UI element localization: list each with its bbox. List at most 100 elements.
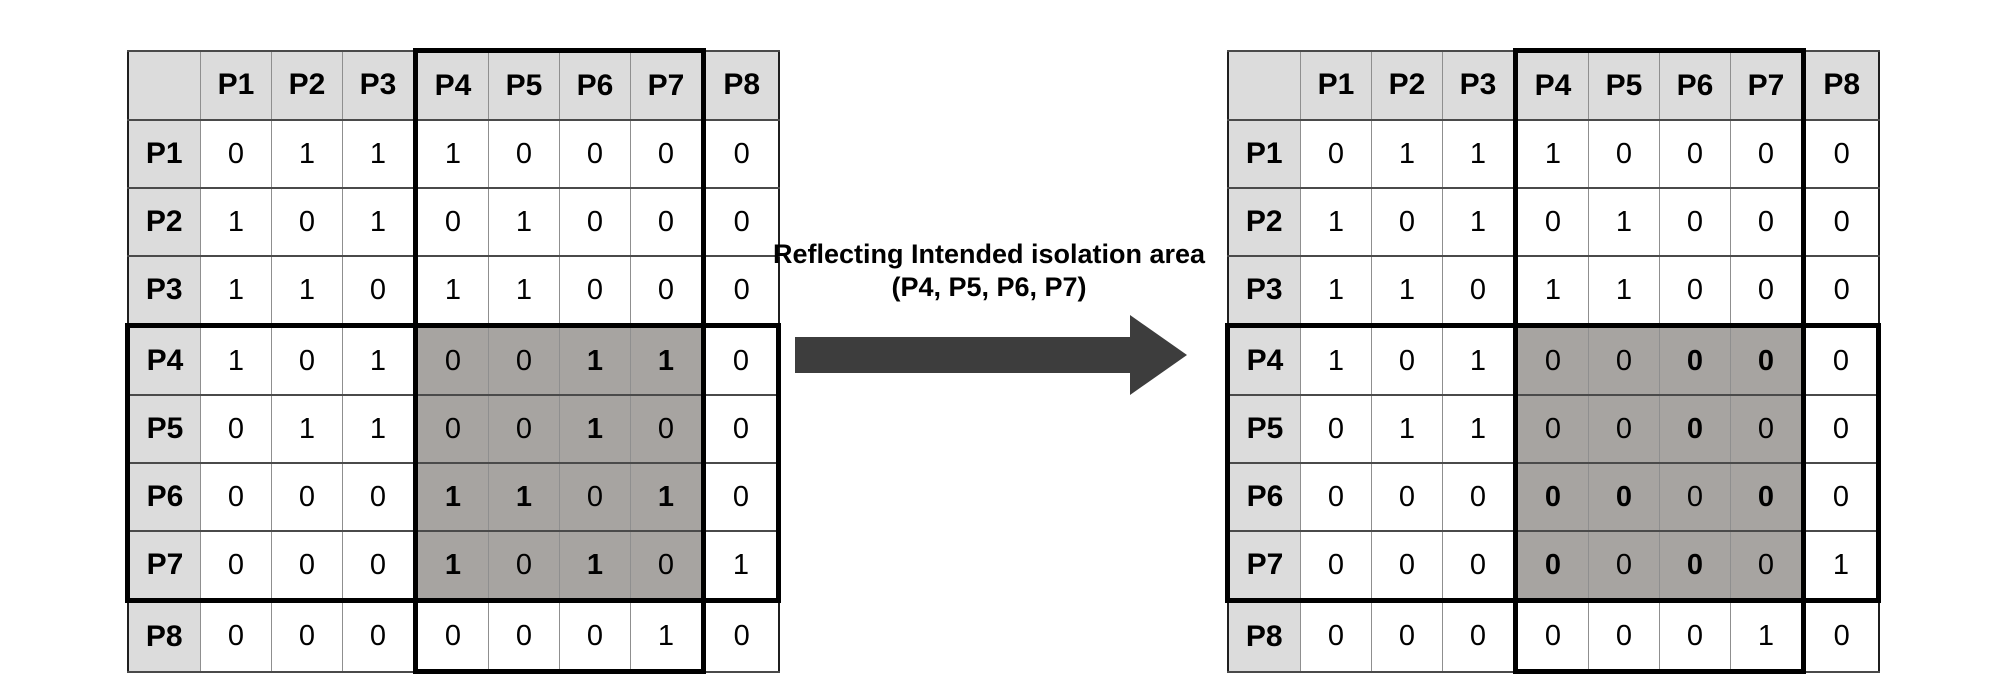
- matrix-cell: 0: [1442, 599, 1516, 673]
- matrix-cell: 0: [703, 462, 781, 532]
- col-header-p2: P2: [271, 49, 343, 121]
- corner-cell: [1227, 49, 1301, 121]
- matrix-cell: 0: [1513, 187, 1589, 257]
- annotation-line2: (P4, P5, P6, P7): [891, 272, 1087, 302]
- matrix-cell: 0: [1803, 462, 1881, 532]
- matrix-cell: 0: [488, 599, 560, 674]
- matrix-cell: 1: [1300, 323, 1372, 396]
- matrix-cell: 0: [703, 255, 779, 327]
- matrix-cell: 1: [342, 187, 416, 257]
- col-header-p4: P4: [1513, 48, 1589, 121]
- matrix-cell: 1: [1371, 255, 1443, 327]
- matrix-cell: 0: [1513, 530, 1589, 603]
- matrix-cell: 1: [703, 530, 781, 603]
- matrix-cell: 1: [1300, 255, 1372, 327]
- row-header-p3: P3: [127, 255, 201, 327]
- col-header-p1: P1: [200, 49, 272, 121]
- col-header-p2: P2: [1371, 49, 1443, 121]
- matrix-cell: 1: [1371, 119, 1443, 189]
- annotation-line1: Reflecting Intended isolation area: [772, 239, 1206, 269]
- matrix-cell: 0: [1300, 394, 1372, 464]
- matrix-cell: 1: [1730, 599, 1806, 674]
- matrix-cell: 0: [1513, 394, 1589, 464]
- col-header-p8: P8: [1803, 49, 1879, 121]
- matrix-cell: 1: [1371, 394, 1443, 464]
- matrix-cell: 0: [1442, 255, 1516, 327]
- row-header-p5: P5: [1225, 394, 1301, 464]
- matrix-cell: 1: [559, 394, 631, 464]
- matrix-cell: 0: [1371, 187, 1443, 257]
- row-header-p7: P7: [1225, 530, 1301, 603]
- col-header-p7: P7: [1730, 48, 1806, 121]
- matrix-cell: 1: [630, 462, 706, 532]
- matrix-cell: 1: [271, 394, 343, 464]
- matrix-cell: 0: [271, 462, 343, 532]
- matrix-cell: 0: [1442, 462, 1516, 532]
- matrix-cell: 0: [703, 323, 781, 396]
- col-header-p1: P1: [1300, 49, 1372, 121]
- row-header-p6: P6: [125, 462, 201, 532]
- matrix-cell: 0: [1588, 394, 1660, 464]
- matrix-cell: 0: [1588, 119, 1660, 189]
- matrix-cell: 0: [1300, 462, 1372, 532]
- matrix-cell: 0: [1803, 187, 1879, 257]
- row-header-p4: P4: [1225, 323, 1301, 396]
- transform-arrow-icon: [795, 315, 1187, 395]
- matrix-cell: 0: [271, 187, 343, 257]
- matrix-cell: 0: [630, 255, 706, 327]
- matrix-cell: 1: [1442, 323, 1516, 396]
- matrix-cell: 0: [342, 599, 416, 673]
- matrix-cell: 0: [703, 119, 779, 189]
- matrix-cell: 0: [1659, 255, 1731, 327]
- matrix-cell: 0: [1659, 323, 1731, 396]
- matrix-cell: 1: [630, 323, 706, 396]
- matrix-cell: 1: [413, 462, 489, 532]
- col-header-p3: P3: [342, 49, 416, 121]
- col-header-p6: P6: [1659, 48, 1731, 121]
- row-header-p8: P8: [127, 599, 201, 673]
- matrix-cell: 1: [1588, 255, 1660, 327]
- matrix-cell: 0: [559, 462, 631, 532]
- matrix-cell: 0: [703, 599, 779, 673]
- col-header-p5: P5: [1588, 48, 1660, 121]
- row-header-p3: P3: [1227, 255, 1301, 327]
- matrix-cell: 1: [1513, 119, 1589, 189]
- corner-cell: [127, 49, 201, 121]
- matrix-cell: 0: [200, 119, 272, 189]
- matrix-cell: 0: [1300, 119, 1372, 189]
- matrix-cell: 0: [1803, 394, 1881, 464]
- matrix-cell: 0: [1300, 599, 1372, 673]
- matrix-cell: 0: [413, 394, 489, 464]
- matrix-cell: 0: [1730, 255, 1806, 327]
- matrix-cell: 0: [413, 323, 489, 396]
- matrix-cell: 0: [559, 255, 631, 327]
- matrix-cell: 1: [1442, 394, 1516, 464]
- row-header-p2: P2: [1227, 187, 1301, 257]
- matrix-cell: 0: [1730, 530, 1806, 603]
- matrix-cell: 1: [1803, 530, 1881, 603]
- matrix-cell: 0: [1371, 530, 1443, 603]
- matrix-cell: 0: [559, 119, 631, 189]
- matrix-cell: 0: [1300, 530, 1372, 603]
- matrix-cell: 0: [1588, 599, 1660, 674]
- matrix-cell: 0: [488, 394, 560, 464]
- matrix-cell: 0: [1659, 119, 1731, 189]
- matrix-cell: 1: [271, 119, 343, 189]
- matrix-cell: 0: [630, 187, 706, 257]
- matrix-cell: 1: [559, 323, 631, 396]
- matrix-cell: 0: [630, 530, 706, 603]
- matrix-cell: 0: [1442, 530, 1516, 603]
